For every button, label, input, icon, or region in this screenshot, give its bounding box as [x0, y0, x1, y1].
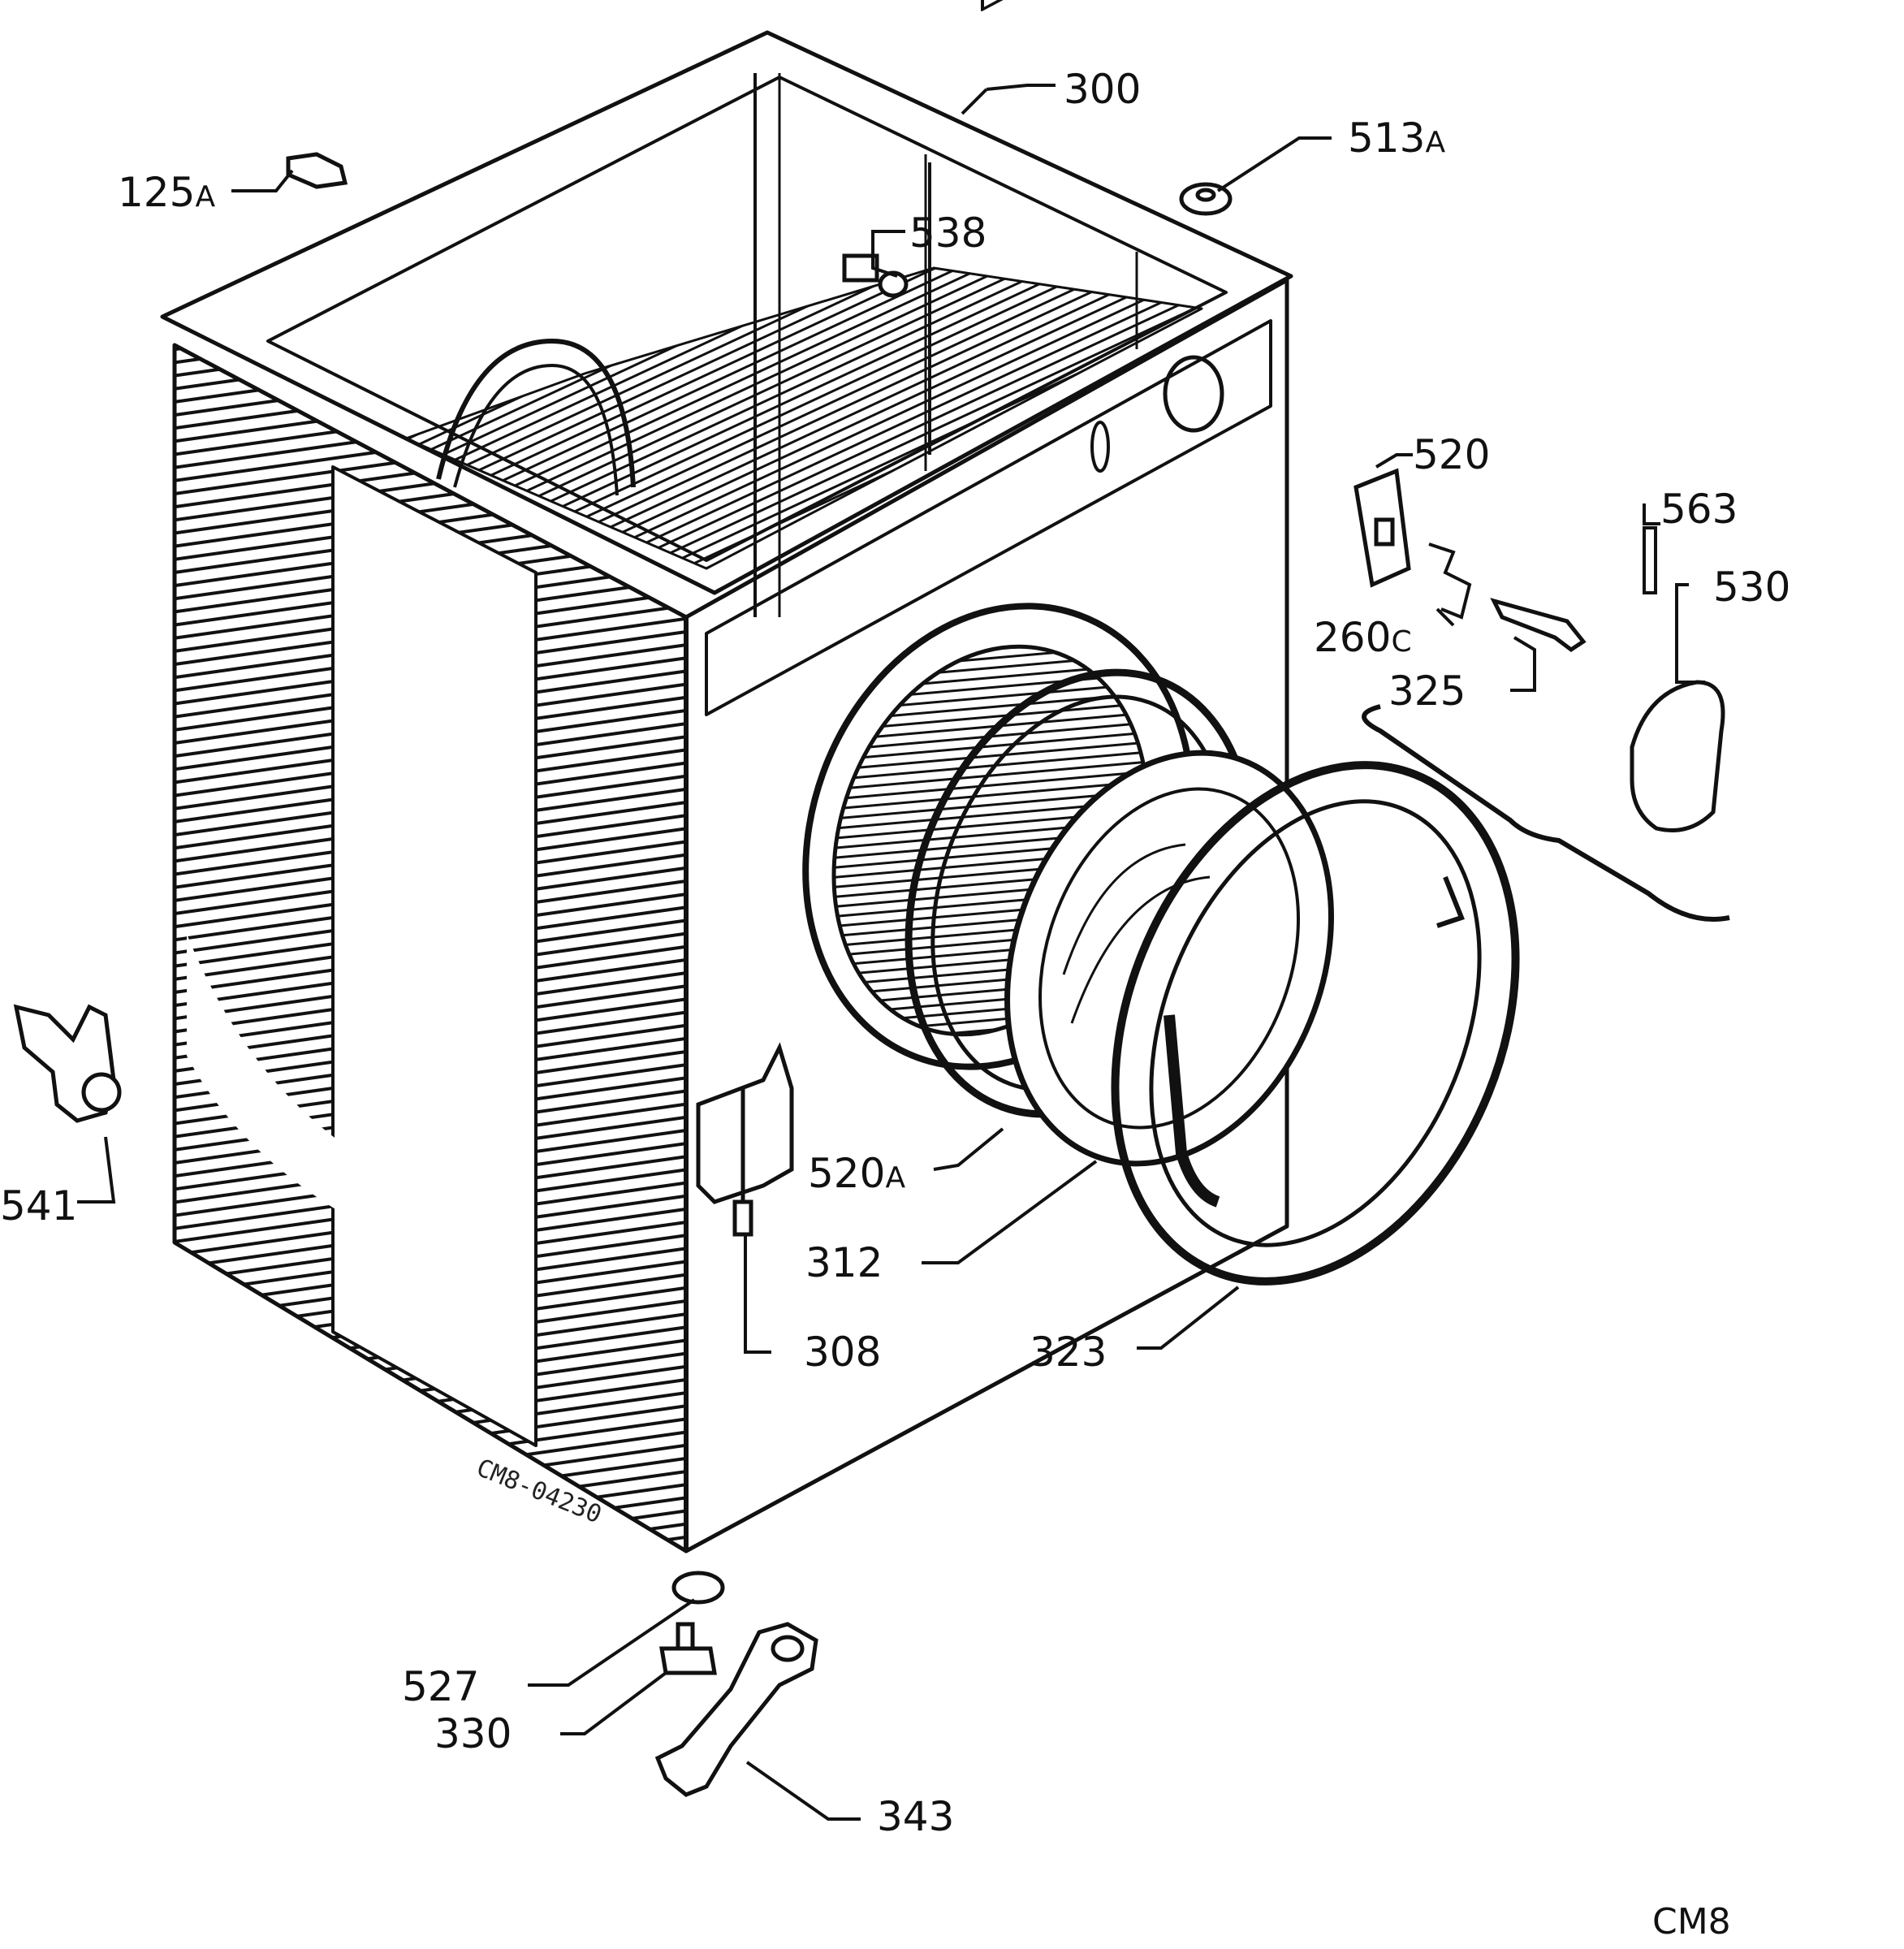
- part-label-325: 325: [1388, 668, 1466, 715]
- part-group-brace: [1362, 704, 1730, 922]
- part-label-323: 323: [1030, 1329, 1107, 1376]
- hose-clip-top: [286, 152, 348, 189]
- door-frame: [1111, 761, 1520, 1286]
- part-label-343: 343: [877, 1793, 955, 1840]
- part-label-330: 330: [434, 1710, 512, 1757]
- handle-cover: [1630, 680, 1725, 832]
- part-label-563: 563: [1660, 486, 1738, 533]
- part-label-527: 527: [402, 1663, 480, 1710]
- spanner-wrench: [654, 1622, 818, 1797]
- part-label-125a: 125A: [118, 169, 216, 216]
- cabinet-top-frame: [160, 30, 1293, 595]
- part-label-530: 530: [1713, 564, 1791, 611]
- cap-plug: [1179, 182, 1233, 216]
- part-label-300: 300: [1064, 66, 1142, 113]
- foot-screw: [659, 1622, 717, 1675]
- control-panel-strip: [705, 319, 1272, 716]
- part-label-538: 538: [909, 210, 987, 257]
- cabinet-side-highlight: [331, 465, 538, 1447]
- cabinet-inner-arch: [436, 339, 636, 488]
- part-label-541: 541: [0, 1182, 78, 1229]
- hinge-pin: [1643, 526, 1657, 594]
- spring-clip: [1428, 542, 1472, 620]
- cabinet-inner-wall: [404, 266, 1203, 570]
- foot-nut: [671, 1571, 725, 1605]
- part-label-520: 520: [1413, 431, 1491, 478]
- page-code: CM8: [1652, 1901, 1731, 1943]
- door-catch: [1354, 468, 1411, 588]
- leader-lines: [77, 84, 1705, 1821]
- part-label-312: 312: [805, 1239, 883, 1286]
- valve-bracket: [13, 1004, 122, 1123]
- part-label-513a: 513A: [1348, 115, 1446, 162]
- part-label-260c: 260C: [1314, 614, 1412, 661]
- door-assembly: [802, 603, 1520, 1286]
- part-label-308: 308: [804, 1329, 882, 1376]
- door-lever: [1490, 598, 1587, 653]
- cabinet-side-curve: [187, 934, 455, 1267]
- part-label-520a: 520A: [808, 1150, 906, 1197]
- door-hinge: [696, 1042, 794, 1237]
